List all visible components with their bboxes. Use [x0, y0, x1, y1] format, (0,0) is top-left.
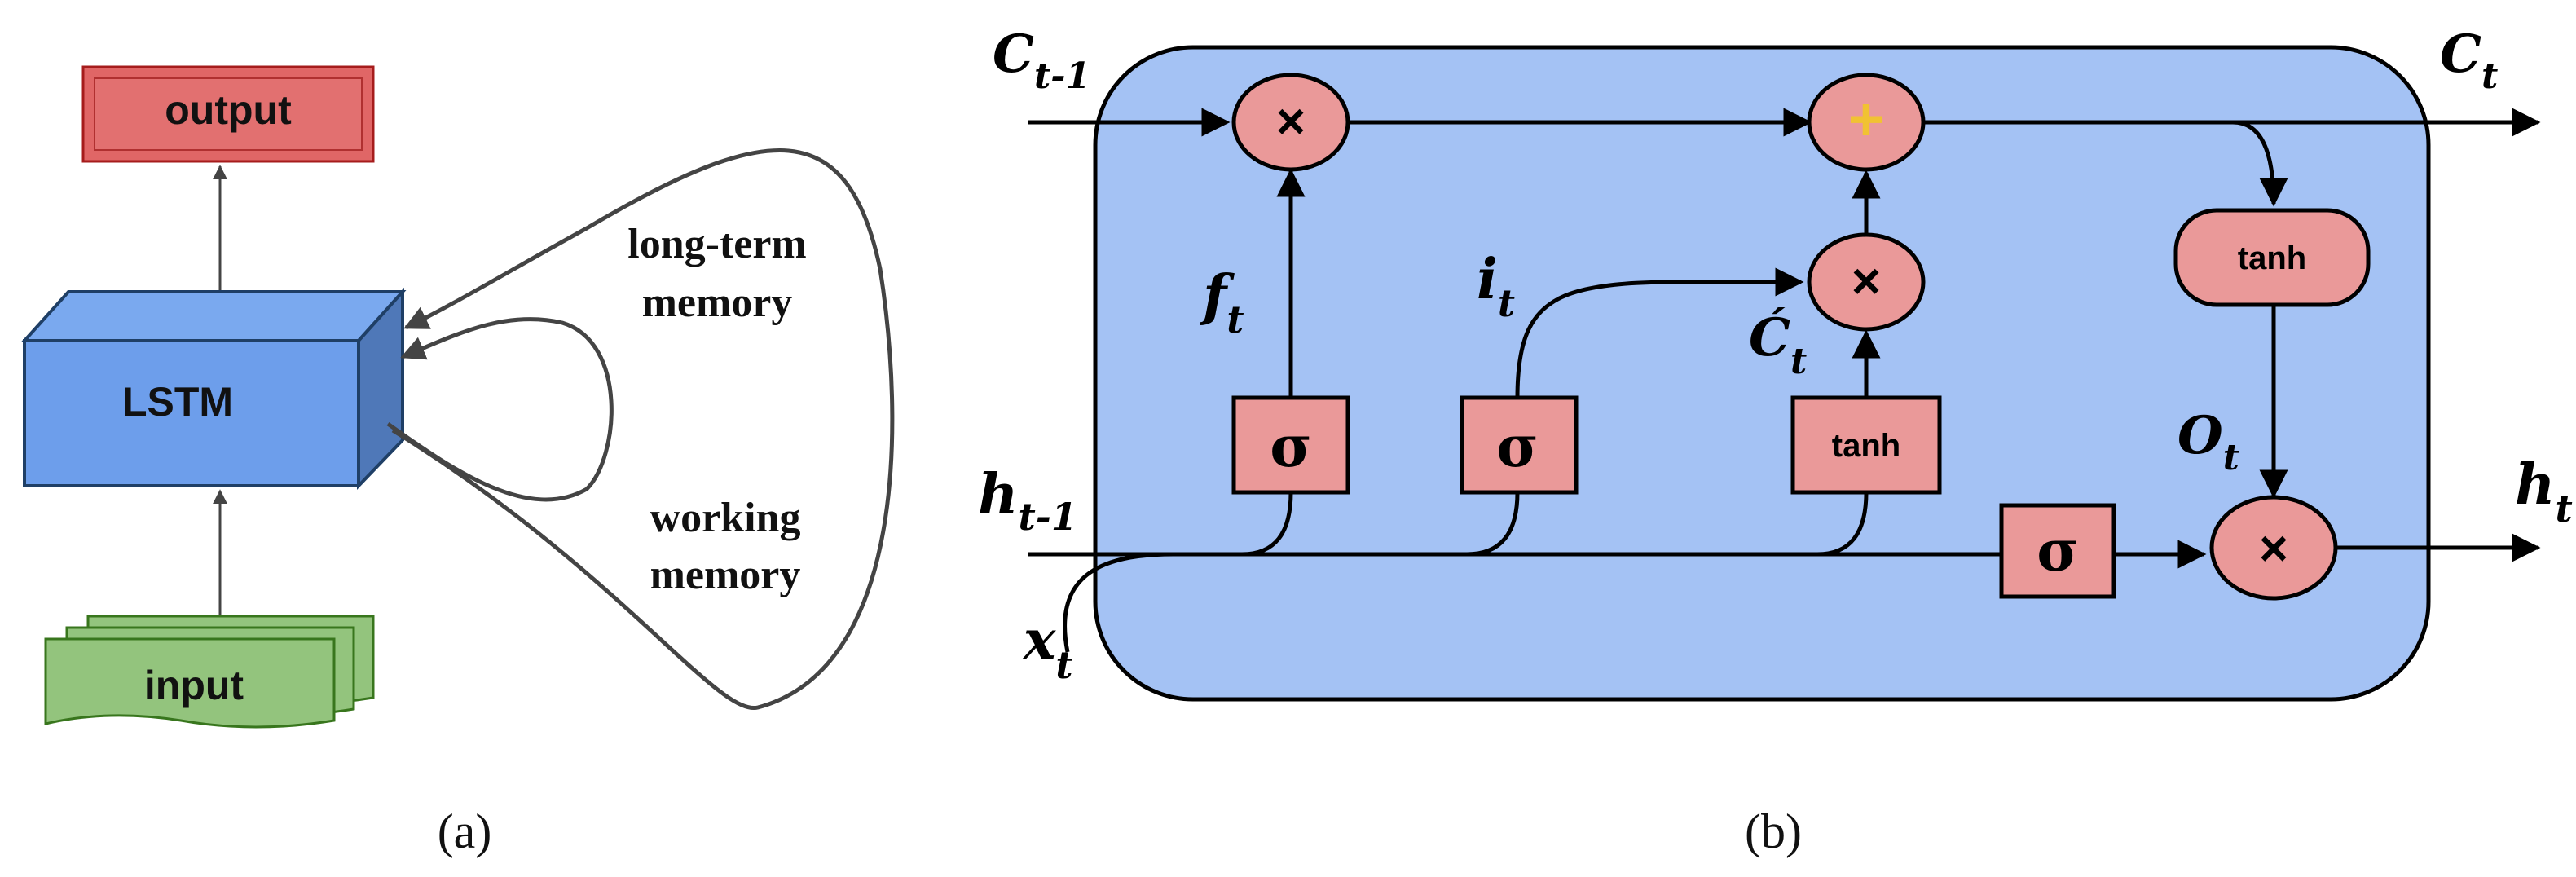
- long-term-label-1: long-term: [627, 221, 806, 267]
- lstm-label: LSTM: [122, 379, 233, 425]
- branch-candidate: [1816, 491, 1869, 557]
- long-term-memory-loop: [391, 148, 895, 711]
- lstm-box: LSTM: [20, 287, 407, 490]
- cell-to-tanh-branch: [2232, 120, 2288, 207]
- plus-symbol: +: [1848, 85, 1884, 154]
- caption-a: (a): [438, 804, 492, 858]
- input-stack: input: [44, 615, 375, 729]
- sigma-symbol: σ: [1496, 412, 1539, 480]
- h-next-label: ht: [2515, 452, 2573, 531]
- input-times-op: ×: [1807, 232, 1926, 332]
- long-term-label-2: memory: [642, 280, 793, 326]
- tanh-label: tanh: [1832, 428, 1900, 464]
- h-prev-label: ht-1: [978, 462, 1077, 539]
- branch-input: [1466, 491, 1520, 557]
- working-memory-loop: [386, 317, 614, 502]
- cell-tanh-op: tanh: [2173, 208, 2371, 307]
- input-to-times-arrow: [1515, 267, 1804, 399]
- caption-b: (b): [1745, 804, 1802, 858]
- forget-times-op: ×: [1231, 73, 1350, 172]
- output-sigma-gate: σ: [1999, 503, 2116, 599]
- times-symbol: ×: [1852, 253, 1881, 310]
- panel-b: × + × × σ σ tanh σ: [978, 24, 2573, 858]
- output-times-op: ×: [2209, 495, 2338, 601]
- x-input-label: xt: [1022, 608, 1073, 687]
- input-label: input: [144, 663, 244, 708]
- sigma-symbol: σ: [1270, 412, 1312, 480]
- output-box: output: [81, 65, 375, 163]
- candidate-label: Ćt: [1749, 307, 1807, 382]
- output-gate-label: Ot: [2177, 405, 2239, 478]
- plus-op: +: [1807, 73, 1926, 172]
- candidate-tanh-gate: tanh: [1790, 395, 1942, 495]
- working-label-2: memory: [650, 552, 801, 598]
- forget-sigma-gate: σ: [1231, 395, 1350, 495]
- sigma-symbol: σ: [2037, 517, 2079, 584]
- branch-forget: [1241, 491, 1293, 557]
- tanh-label: tanh: [2238, 240, 2306, 276]
- output-label: output: [165, 87, 292, 133]
- c-next-label: Ct: [2440, 24, 2498, 97]
- input-sigma-gate: σ: [1460, 395, 1579, 495]
- times-symbol: ×: [1276, 94, 1306, 150]
- x-input-curve: [1063, 552, 1174, 653]
- input-gate-label: it: [1477, 247, 1515, 325]
- panel-a: output LSTM input long-term memory worki…: [20, 65, 895, 858]
- working-label-1: working: [650, 495, 801, 541]
- c-prev-label: Ct-1: [993, 24, 1090, 97]
- times-symbol: ×: [2259, 521, 2288, 577]
